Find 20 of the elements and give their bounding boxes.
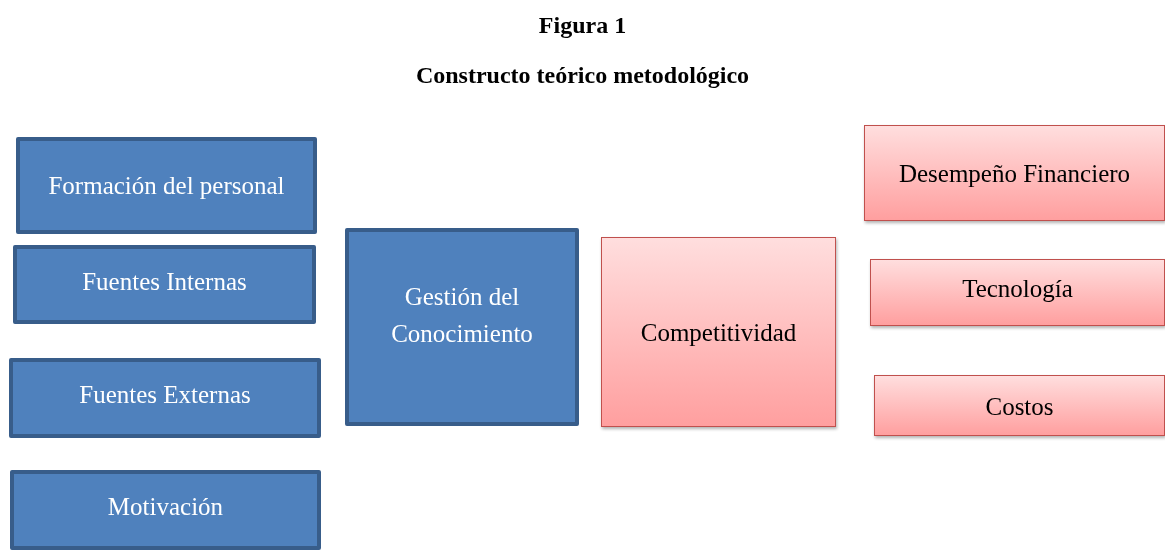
- figure-caption: Constructo teórico metodológico: [415, 62, 750, 88]
- factor-box: [874, 375, 1165, 436]
- box-label: Fuentes Internas: [82, 267, 247, 297]
- concept-box: [345, 228, 579, 426]
- factor-box: [601, 237, 836, 427]
- box-label: Gestión del Conocimiento: [390, 282, 534, 349]
- box-label: Tecnología: [962, 274, 1073, 304]
- box-label: Formación del personal: [48, 171, 285, 201]
- box-label: Desempeño Financiero: [898, 158, 1131, 189]
- factor-box: [864, 125, 1165, 221]
- concept-box: [16, 137, 317, 234]
- box-label: Costos: [985, 392, 1054, 422]
- box-label: Fuentes Externas: [79, 380, 251, 410]
- factor-box: [870, 259, 1165, 326]
- box-label: Motivación: [107, 492, 224, 522]
- concept-box: [9, 358, 321, 438]
- concept-box: [13, 245, 316, 324]
- concept-box: [10, 470, 321, 550]
- box-label: Competitividad: [640, 317, 797, 348]
- figure-title: Figura 1: [538, 12, 627, 38]
